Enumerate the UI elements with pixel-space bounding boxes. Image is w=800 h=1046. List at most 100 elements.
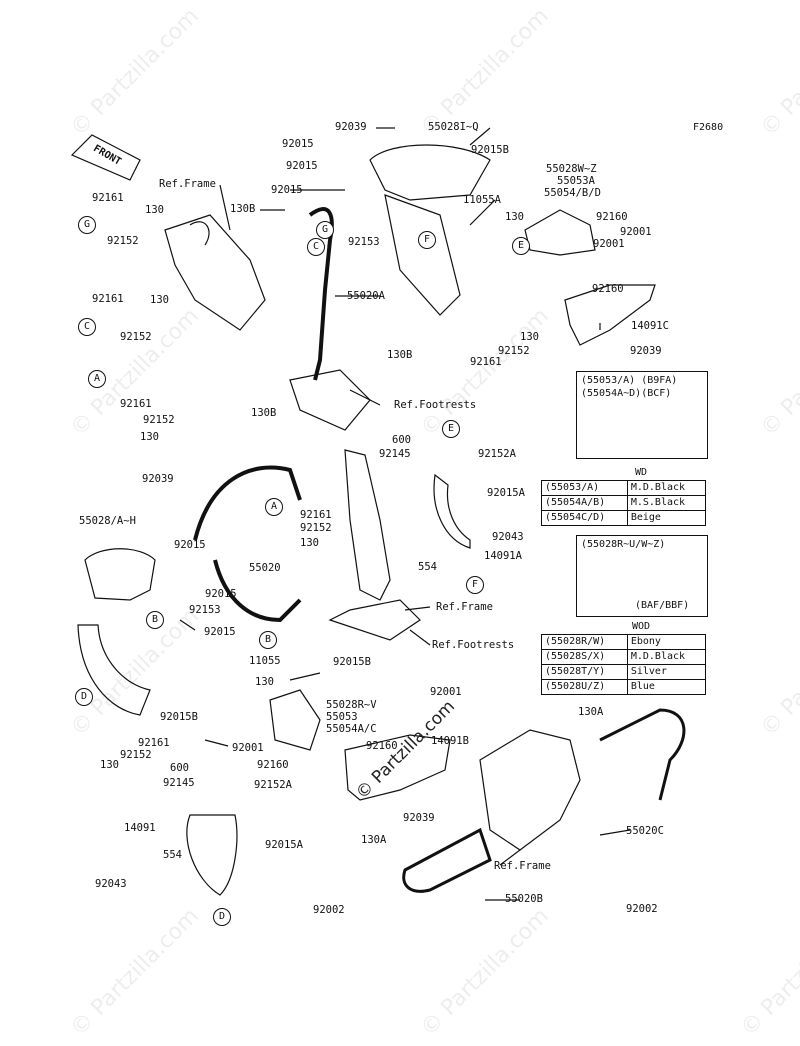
table-row: (55054C/D)Beige (541, 510, 707, 526)
part-label: 130B (230, 203, 256, 215)
part-label: 600 (170, 762, 189, 774)
crash-bar-55020 (193, 465, 302, 541)
table-cell: (55054A/B) (541, 495, 628, 511)
part-label: 92161 (120, 398, 152, 410)
callout-a: A (88, 370, 106, 388)
ref-footrests-label: Ref.Footrests (394, 399, 477, 411)
callout-f: F (418, 231, 436, 249)
table-cell: Blue (626, 679, 707, 695)
part-label: 55028/A~H (79, 515, 136, 527)
side-cover-part (524, 209, 596, 256)
legend-wd-box: (55053/A) (B9FA) (55054A~D)(BCF) (576, 371, 708, 459)
part-label: 55028I~Q (428, 121, 479, 133)
part-label: 92161 (92, 293, 124, 305)
legend-wod-title: WOD (631, 621, 651, 632)
part-label: 130 (505, 211, 524, 223)
part-label: 130A (361, 834, 387, 846)
callout-f: F (466, 576, 484, 594)
callout-c: C (78, 318, 96, 336)
part-label: 92145 (163, 777, 195, 789)
table-cell: M.S.Black (626, 495, 707, 511)
table-row: (55028T/Y)Silver (541, 664, 707, 680)
windshield-part (77, 624, 151, 716)
part-label: 92161 (138, 737, 170, 749)
part-label: 55020C (626, 825, 664, 837)
part-label: 130 (255, 676, 274, 688)
part-label: 92001 (620, 226, 652, 238)
lower-fairing-14091 (186, 814, 238, 896)
part-label: 130 (100, 759, 119, 771)
part-label: 92039 (630, 345, 662, 357)
part-label: 130A (578, 706, 604, 718)
part-label: 92015B (333, 656, 371, 668)
part-label: 92145 (379, 448, 411, 460)
part-label: 14091A (484, 550, 522, 562)
part-label: 92161 (300, 509, 332, 521)
legend-model: (55053/A) (B9FA) (581, 375, 678, 386)
table-cell: Silver (626, 664, 707, 680)
part-label: 554 (163, 849, 182, 861)
table-cell: (55028U/Z) (541, 679, 628, 695)
part-label: 55020B (505, 893, 543, 905)
callout-c: C (307, 238, 325, 256)
upper-fairing-part (369, 144, 491, 201)
table-cell: (55028R/W) (541, 634, 628, 650)
part-label: 55054A/C (326, 723, 377, 735)
part-label: 55053 (326, 711, 358, 723)
part-label: 92002 (313, 904, 345, 916)
part-label: 92039 (335, 121, 367, 133)
lower-cover-part (564, 284, 656, 346)
table-cell: (55054C/D) (541, 510, 628, 526)
callout-g: G (316, 221, 334, 239)
legend-wd-title: WD (634, 467, 648, 478)
part-label: 55028W~Z (546, 163, 597, 175)
part-label: 92160 (257, 759, 289, 771)
callout-e: E (442, 420, 460, 438)
part-label: 11055 (249, 655, 281, 667)
ref-frame-label: Ref.Frame (436, 601, 493, 613)
ref-frame-label: Ref.Frame (159, 178, 216, 190)
inner-fairing-part (384, 194, 461, 316)
part-label: 14091C (631, 320, 669, 332)
bracket-part (289, 369, 371, 431)
part-label: 130 (145, 204, 164, 216)
table-cell: Beige (626, 510, 707, 526)
table-row: (55028R/W)Ebony (541, 634, 707, 650)
part-label: 92015 (282, 138, 314, 150)
part-label: 92152 (300, 522, 332, 534)
part-label: 92152 (120, 749, 152, 761)
part-label: 92001 (430, 686, 462, 698)
legend-model-sub: (BAF/BBF) (635, 600, 690, 611)
part-label: 92015 (205, 588, 237, 600)
part-label: 92160 (366, 740, 398, 752)
ref-footrests-label: Ref.Footrests (432, 639, 515, 651)
part-label: 130B (387, 349, 413, 361)
part-label: 92161 (470, 356, 502, 368)
callout-a: A (265, 498, 283, 516)
callout-e: E (512, 237, 530, 255)
part-label: 600 (392, 434, 411, 446)
table-cell: Ebony (626, 634, 707, 650)
part-label: 92161 (92, 192, 124, 204)
crash-bar-55020a (308, 207, 334, 381)
part-label: 92160 (596, 211, 628, 223)
part-label: 92039 (142, 473, 174, 485)
footrest-bracket (328, 599, 421, 641)
part-label: 92039 (403, 812, 435, 824)
cover-55028r (269, 689, 321, 751)
table-row: (55054A/B)M.S.Black (541, 495, 707, 511)
14091a-part (433, 473, 471, 549)
part-label: 92160 (592, 283, 624, 295)
part-label: 92015 (204, 626, 236, 638)
table-cell: M.D.Black (626, 649, 707, 665)
part-label: 92152A (254, 779, 292, 791)
part-label: 130 (300, 537, 319, 549)
part-label: 14091B (431, 735, 469, 747)
table-cell: (55028S/X) (541, 649, 628, 665)
ref-frame-label: Ref.Frame (494, 860, 551, 872)
table-row: (55053/A)M.D.Black (541, 480, 707, 496)
callout-d: D (75, 688, 93, 706)
part-label: 92152 (107, 235, 139, 247)
callout-g: G (78, 216, 96, 234)
part-label: 92015B (160, 711, 198, 723)
